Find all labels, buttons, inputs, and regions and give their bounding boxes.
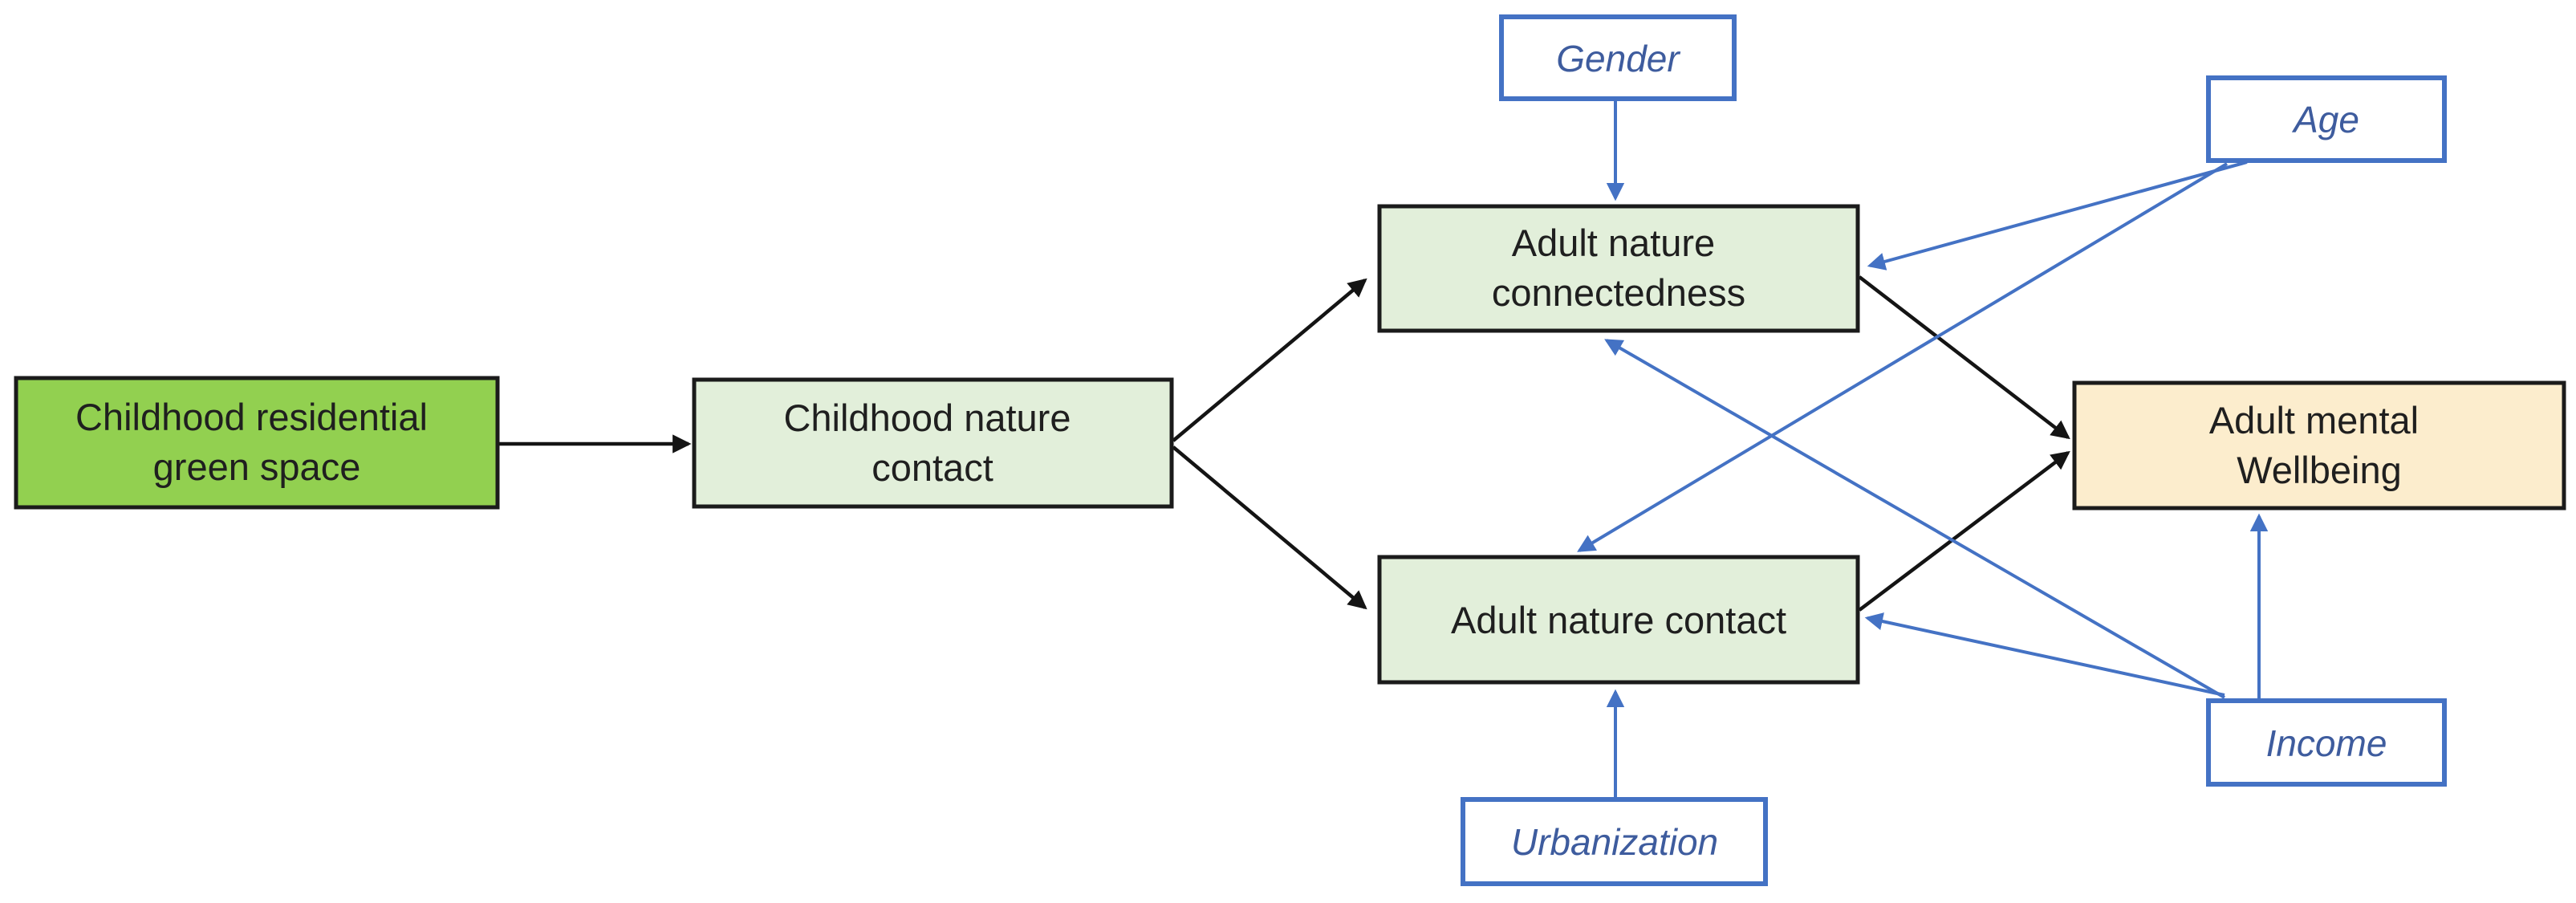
- covariate-gender-box: [1499, 14, 1737, 101]
- edge-income-to-adult-nature-connectedness: [1604, 339, 2226, 699]
- covariate-income: Income: [2206, 698, 2447, 787]
- covariate-income-label: Income: [2266, 722, 2387, 764]
- node-childhood-nature-contact-box: [692, 377, 1174, 509]
- covariate-income-box: [2206, 698, 2447, 787]
- edge-childhood-nature-contact-to-adult-nature-contact: [1172, 445, 1367, 610]
- node-childhood-nature-contact: Childhood nature contact: [692, 377, 1174, 509]
- nodes-layer: Childhood residential green space Childh…: [14, 14, 2566, 886]
- node-adult-nature-contact-label: Adult nature contact: [1451, 599, 1786, 641]
- covariate-age-box: [2206, 75, 2447, 163]
- node-childhood-green-space: Childhood residential green space: [14, 376, 500, 510]
- node-adult-nature-contact-box: [1377, 555, 1860, 685]
- edge-adult-nature-connectedness-to-adult-mental-wellbeing: [1858, 275, 2070, 440]
- covariate-urbanization-box: [1461, 797, 1768, 886]
- covariate-gender-label: Gender: [1556, 38, 1680, 79]
- node-adult-mental-wellbeing: Adult mental Wellbeing: [2072, 380, 2566, 510]
- node-adult-mental-wellbeing-label: Adult mental Wellbeing: [2209, 399, 2429, 491]
- node-adult-nature-contact: Adult nature contact: [1377, 555, 1860, 685]
- edges-layer: [499, 100, 2269, 798]
- node-adult-nature-connectedness-box: [1377, 204, 1860, 333]
- edge-age-to-adult-nature-connectedness: [1867, 161, 2248, 270]
- node-childhood-nature-contact-label: Childhood nature contact: [783, 397, 1081, 489]
- node-adult-nature-connectedness: Adult nature connectedness: [1377, 204, 1860, 333]
- edge-childhood-nature-contact-to-adult-nature-connectedness: [1172, 278, 1367, 442]
- covariate-urbanization: Urbanization: [1461, 797, 1768, 886]
- covariate-gender: Gender: [1499, 14, 1737, 101]
- edge-age-to-adult-nature-contact: [1577, 162, 2229, 552]
- covariate-age: Age: [2206, 75, 2447, 163]
- node-childhood-green-space-box: [14, 376, 500, 510]
- node-adult-mental-wellbeing-box: [2072, 380, 2566, 510]
- covariate-age-label: Age: [2291, 99, 2359, 140]
- covariate-urbanization-label: Urbanization: [1511, 821, 1718, 863]
- node-childhood-green-space-label: Childhood residential green space: [75, 396, 438, 488]
- edge-income-to-adult-nature-contact: [1864, 612, 2225, 697]
- node-adult-nature-connectedness-label: Adult nature connectedness: [1492, 222, 1745, 314]
- edge-adult-nature-contact-to-adult-mental-wellbeing: [1858, 450, 2070, 612]
